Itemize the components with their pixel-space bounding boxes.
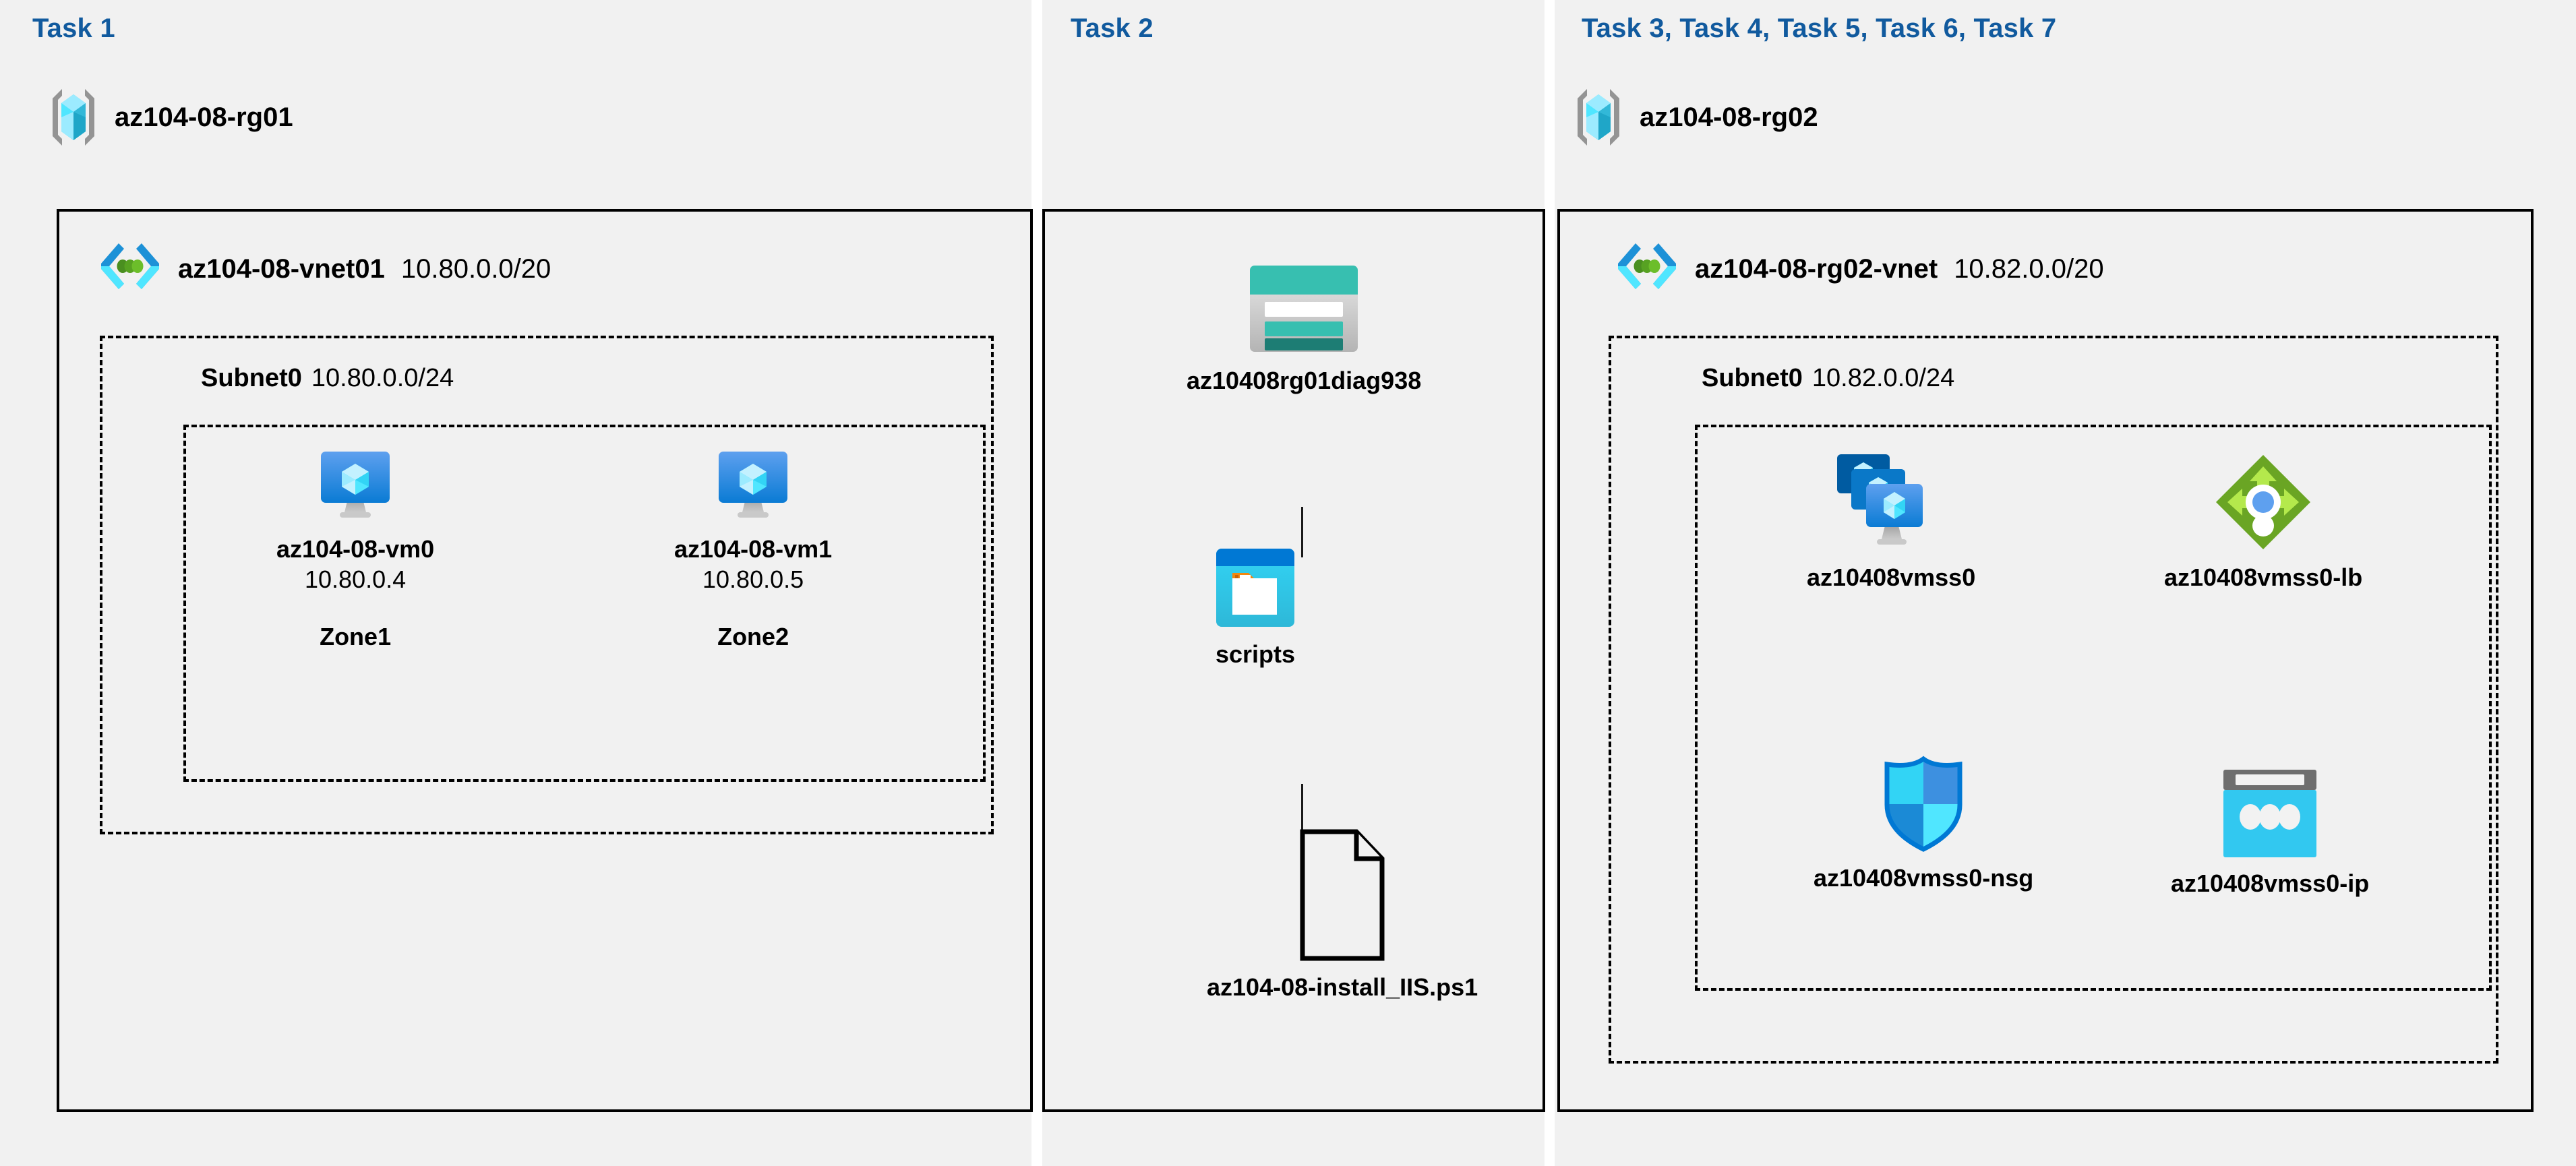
virtual-network-icon	[1615, 239, 1679, 299]
blob-container-node[interactable]: scripts	[1214, 546, 1297, 669]
vnet-name-rg02: az104-08-rg02-vnet	[1695, 253, 1938, 284]
subnet0-left-label: Subnet0 10.80.0.0/24	[201, 364, 454, 393]
subnet-name: Subnet0	[201, 364, 302, 392]
vm-node-vm1[interactable]: az104-08-vm1 10.80.0.5 Zone2	[674, 445, 832, 651]
network-security-group-node[interactable]: az10408vmss0-nsg	[1814, 755, 2033, 893]
availability-zone-boundary	[183, 425, 986, 782]
load-balancer-icon	[2213, 452, 2314, 553]
network-security-group-name: az10408vmss0-nsg	[1814, 864, 2034, 892]
blob-container-name: scripts	[1215, 640, 1296, 668]
script-file-node[interactable]: az104-08-install_IIS.ps1	[1207, 828, 1478, 1002]
load-balancer-name: az10408vmss0-lb	[2164, 563, 2363, 591]
public-ip-address-name: az10408vmss0-ip	[2171, 869, 2370, 897]
vm-zone: Zone2	[717, 622, 789, 650]
vm-ip: 10.80.0.5	[702, 565, 804, 593]
virtual-machine-icon	[713, 445, 793, 524]
vm-name: az104-08-vm0	[276, 535, 435, 563]
resource-group-name-rg01: az104-08-rg01	[115, 102, 293, 132]
resource-group-icon	[1574, 86, 1623, 148]
task3-panel	[1555, 0, 2576, 1166]
file-document-icon	[1298, 828, 1386, 962]
subnet-cidr: 10.80.0.0/24	[311, 364, 454, 392]
storage-account-name: az10408rg01diag938	[1187, 367, 1422, 394]
resource-group-name-rg02: az104-08-rg02	[1640, 102, 1818, 132]
vnet-name-vnet01: az104-08-vnet01	[178, 253, 385, 284]
virtual-network-icon	[98, 239, 162, 299]
task1-panel	[0, 0, 1031, 1166]
resource-group-row-rg01: az104-08-rg01	[49, 86, 293, 148]
subnet0-left-boundary	[100, 336, 994, 834]
vnet-rg02-boundary	[1557, 209, 2534, 1112]
network-security-group-icon	[1880, 755, 1967, 853]
vmss-inner-boundary	[1695, 425, 2492, 991]
public-ip-address-node[interactable]: az10408vmss0-ip	[2171, 768, 2369, 898]
resource-group-icon	[49, 86, 98, 148]
blob-container-icon	[1214, 546, 1297, 630]
vm-name: az104-08-vm1	[674, 535, 833, 563]
script-file-name: az104-08-install_IIS.ps1	[1207, 973, 1478, 1001]
vm-scale-set-icon	[1834, 452, 1948, 553]
virtual-machine-icon	[316, 445, 395, 524]
storage-account-node[interactable]: az10408rg01diag938	[1187, 262, 1421, 396]
connector-storage-to-container	[1301, 507, 1303, 557]
subnet0-right-boundary	[1609, 336, 2498, 1064]
vnet-row-rg02: az104-08-rg02-vnet 10.82.0.0/20	[1615, 239, 2104, 299]
resource-group-row-rg02: az104-08-rg02	[1574, 86, 1818, 148]
vnet-row-vnet01: az104-08-vnet01 10.80.0.0/20	[98, 239, 551, 299]
task1-heading: Task 1	[32, 13, 115, 43]
connector-container-to-file	[1301, 784, 1303, 832]
task2-heading: Task 2	[1071, 13, 1154, 43]
task3-group-heading: Task 3, Task 4, Task 5, Task 6, Task 7	[1582, 13, 2057, 43]
subnet-name: Subnet0	[1702, 364, 1803, 392]
vnet01-boundary	[57, 209, 1033, 1112]
subnet-cidr: 10.82.0.0/24	[1811, 364, 1955, 392]
vnet-cidr-vnet01: 10.80.0.0/20	[400, 253, 551, 284]
subnet0-right-label: Subnet0 10.82.0.0/24	[1702, 364, 1954, 393]
vm-node-vm0[interactable]: az104-08-vm0 10.80.0.4 Zone1	[276, 445, 434, 651]
vm-ip: 10.80.0.4	[305, 565, 407, 593]
load-balancer-node[interactable]: az10408vmss0-lb	[2164, 452, 2362, 592]
vm-scale-set-node[interactable]: az10408vmss0	[1807, 452, 1975, 592]
vm-zone: Zone1	[320, 622, 392, 650]
task2-boundary	[1042, 209, 1545, 1112]
storage-account-icon	[1243, 262, 1365, 356]
vnet-cidr-rg02: 10.82.0.0/20	[1954, 253, 2104, 284]
public-ip-address-icon	[2222, 768, 2318, 859]
vm-scale-set-name: az10408vmss0	[1807, 563, 1976, 591]
